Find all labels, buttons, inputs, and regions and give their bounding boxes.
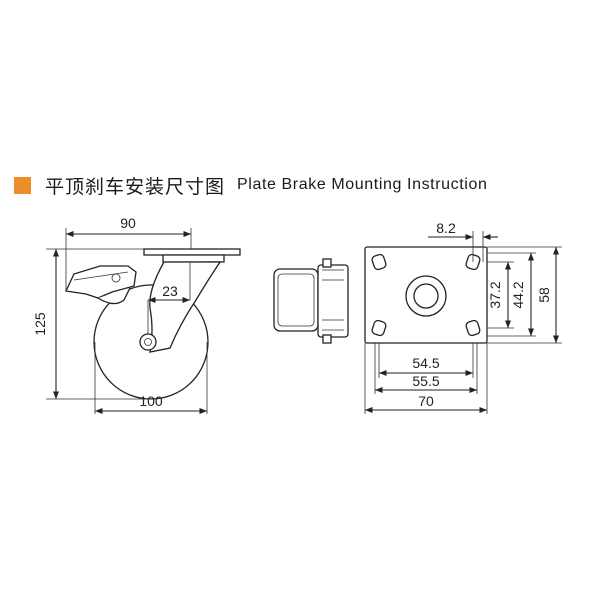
axle xyxy=(139,333,157,351)
bolt-slot-bottom-left xyxy=(371,319,387,337)
wheel-front-view xyxy=(273,268,319,332)
brake-lever-line xyxy=(73,271,129,281)
dim-inner-w: 54.5 xyxy=(412,355,439,371)
brake-clip-bottom xyxy=(322,334,332,344)
center-hole xyxy=(413,283,439,309)
title-english: Plate Brake Mounting Instruction xyxy=(237,176,488,193)
orange-square-icon xyxy=(14,176,31,194)
caster-side-view: 90 125 23 100 xyxy=(32,215,241,415)
plate-top-view: 8.2 37.2 44.2 58 54.5 55.5 70 xyxy=(273,220,562,414)
bolt-slot-top-left xyxy=(371,253,387,271)
brake-housing xyxy=(317,264,349,338)
brake-lever xyxy=(65,265,137,299)
brake-pad xyxy=(97,287,131,305)
dim-total-w: 70 xyxy=(418,393,434,409)
axle-center xyxy=(144,338,152,346)
dim-inner-h: 37.2 xyxy=(487,281,503,308)
brake-pivot xyxy=(111,273,121,283)
dim-total-h: 58 xyxy=(536,287,552,303)
dim-hole: 8.2 xyxy=(436,220,456,236)
bolt-slot-bottom-right xyxy=(465,319,481,337)
dim-width: 90 xyxy=(120,215,136,231)
top-plate xyxy=(143,248,241,256)
dim-offset: 23 xyxy=(162,283,178,299)
dim-height: 125 xyxy=(32,312,48,336)
title-chinese: 平顶刹车安装尺寸图 xyxy=(45,175,226,198)
dim-wheel: 100 xyxy=(139,393,163,409)
title-bar: 平顶刹车安装尺寸图 Plate Brake Mounting Instructi… xyxy=(14,172,487,198)
wheel-tread xyxy=(277,273,315,327)
brake-clip-top xyxy=(322,258,332,268)
dim-outer-w: 55.5 xyxy=(412,373,439,389)
dim-outer-h: 44.2 xyxy=(510,281,526,308)
